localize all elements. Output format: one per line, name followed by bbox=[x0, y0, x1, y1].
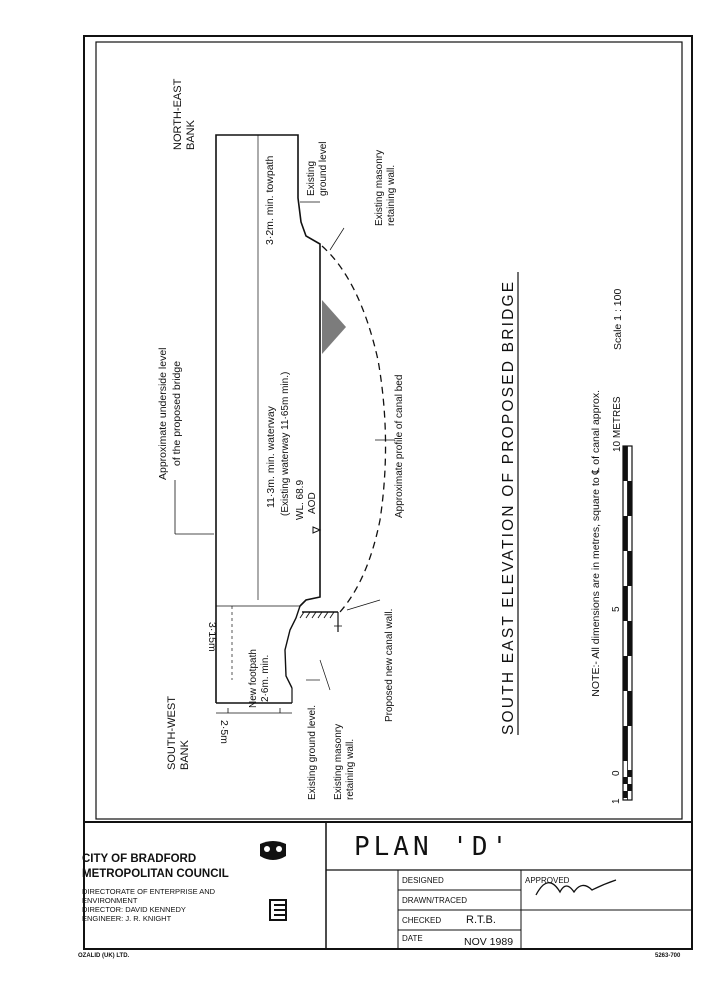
checked-label: CHECKED bbox=[402, 916, 442, 925]
approved-label: APPROVED bbox=[525, 876, 570, 885]
waterway-dimension: 11·3m. min. waterway bbox=[265, 406, 277, 508]
deck-profile bbox=[215, 134, 321, 703]
water-level-mark bbox=[322, 300, 346, 354]
plan-label: PLAN 'D' bbox=[354, 832, 512, 862]
new-canal-wall-label: Proposed new canal wall. bbox=[384, 608, 395, 722]
org-name-line2: METROPOLITAN COUNCIL bbox=[82, 868, 229, 880]
checked-value: R.T.B. bbox=[466, 914, 496, 926]
drawing-title: SOUTH EAST ELEVATION OF PROPOSED BRIDGE bbox=[500, 279, 517, 735]
scale-tick-0: 0 bbox=[611, 770, 622, 776]
council-logo-icon bbox=[260, 841, 286, 860]
existing-waterway-dimension: (Existing waterway 11·65m min.) bbox=[280, 371, 291, 516]
printer-mark: OZALID (UK) LTD. bbox=[78, 953, 130, 959]
outer-border bbox=[83, 35, 693, 950]
org-name-line1: CITY OF BRADFORD bbox=[82, 853, 197, 865]
dimension-2-5m: 2·5m bbox=[218, 720, 230, 744]
scale-note: Scale 1 : 100 bbox=[612, 288, 624, 350]
scale-bar-title: 10 METRES bbox=[612, 396, 623, 452]
scale-tick-5: 5 bbox=[611, 606, 622, 612]
drawing-frame bbox=[95, 41, 683, 820]
drawn-traced-label: DRAWN/TRACED bbox=[402, 896, 468, 905]
directorate-block: DIRECTORATE OF ENTERPRISE AND ENVIRONMEN… bbox=[82, 887, 216, 923]
dimension-3-15m: 3·15m bbox=[206, 622, 218, 652]
scale-tick-1: 1 bbox=[611, 798, 622, 804]
date-value: NOV 1989 bbox=[464, 936, 514, 948]
existing-ground-sw-label: Existing ground level. bbox=[307, 704, 318, 800]
sheet-reference: 5263-700 bbox=[655, 953, 681, 959]
designed-label: DESIGNED bbox=[402, 876, 444, 885]
approval-signature bbox=[535, 879, 617, 896]
scale-bar bbox=[622, 445, 633, 801]
dimension-note: NOTE:- All dimensions are in metres, squ… bbox=[590, 390, 602, 697]
towpath-dimension: 3·2m. min. towpath bbox=[264, 155, 276, 245]
canal-bed-profile bbox=[321, 245, 387, 613]
canal-bed-label: Approximate profile of canal bed bbox=[394, 374, 405, 518]
directorate-logo-icon bbox=[269, 899, 287, 921]
date-label: DATE bbox=[402, 934, 423, 943]
